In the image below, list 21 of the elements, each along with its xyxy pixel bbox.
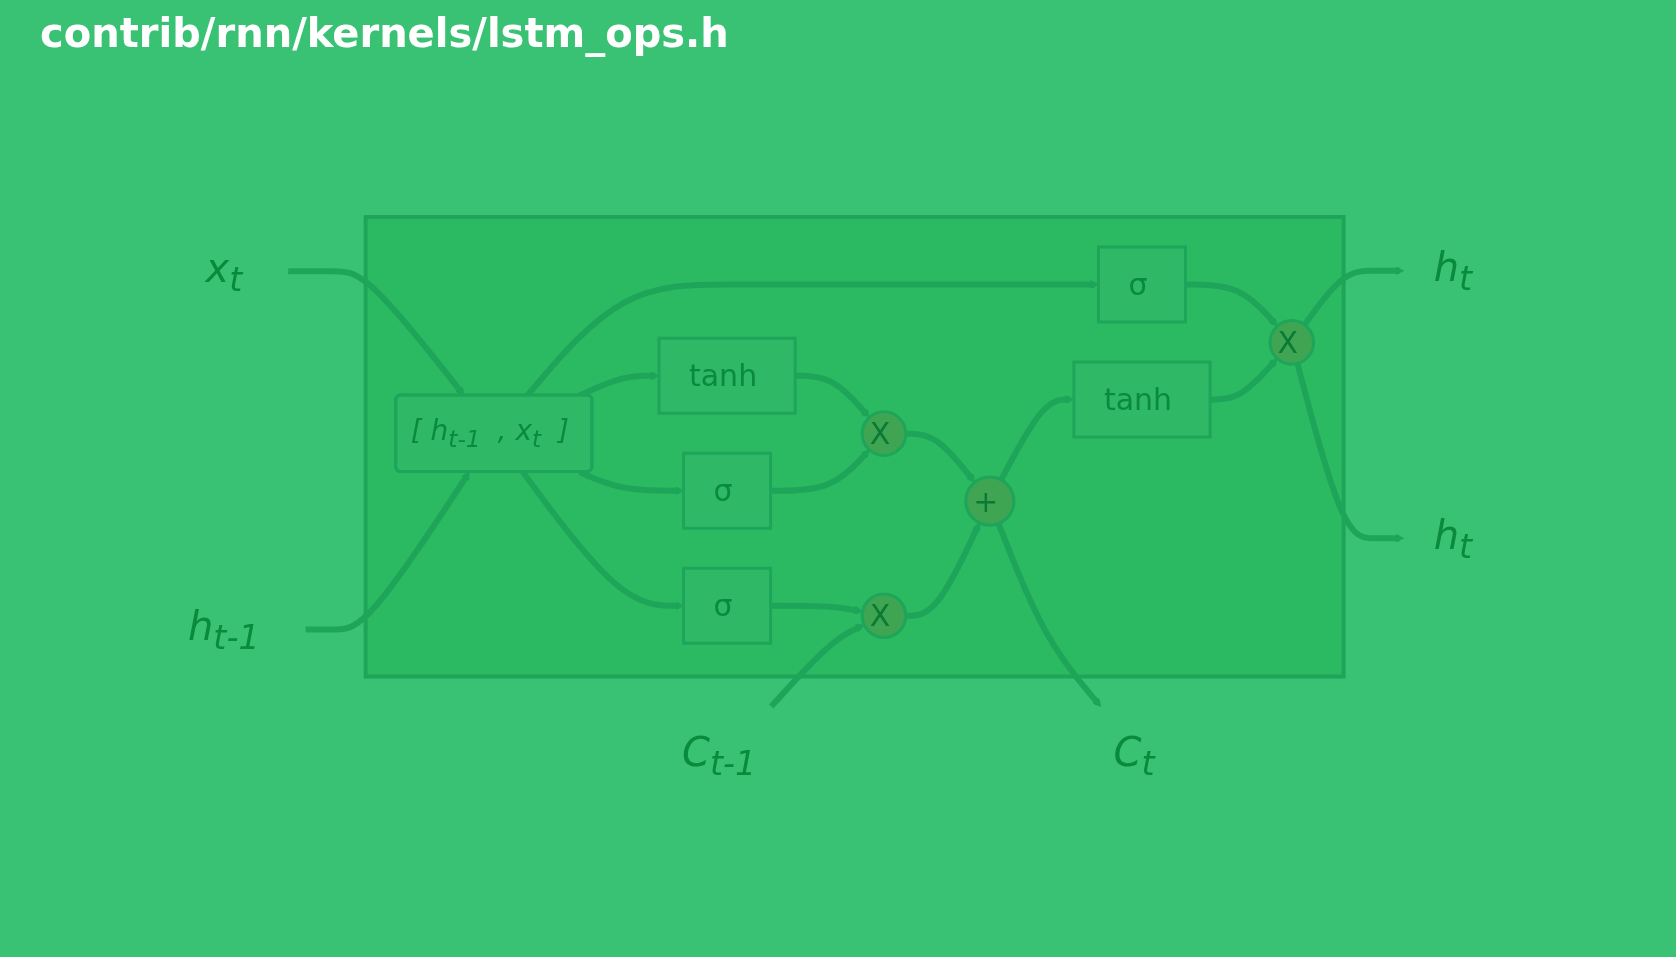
arrow — [770, 449, 870, 494]
file-path-note: contrib/rnn/kernels/lstm_ops.h — [40, 10, 729, 56]
cluster — [363, 214, 1346, 679]
arrow — [770, 602, 863, 615]
node-text: C$_{t-1}$ — [681, 728, 757, 783]
arrow — [995, 522, 1102, 707]
node-text: C$_{t}$ — [1113, 728, 1155, 783]
node-text: h$_{t}$ — [1433, 511, 1473, 566]
node-text: h$_{t-1}$ — [187, 602, 260, 657]
arrow — [905, 522, 981, 619]
arrow — [305, 471, 470, 633]
arrow — [768, 623, 865, 709]
arrow — [795, 372, 870, 418]
arrow — [905, 430, 976, 483]
arrow — [1302, 266, 1404, 327]
node-circle: + — [964, 475, 1016, 527]
node-text: h$_{t}$ — [1433, 243, 1473, 298]
arrow — [1210, 357, 1278, 403]
arrow — [1185, 281, 1278, 327]
arrow — [1294, 362, 1404, 543]
node-text: x$_{t}$ — [205, 244, 243, 299]
